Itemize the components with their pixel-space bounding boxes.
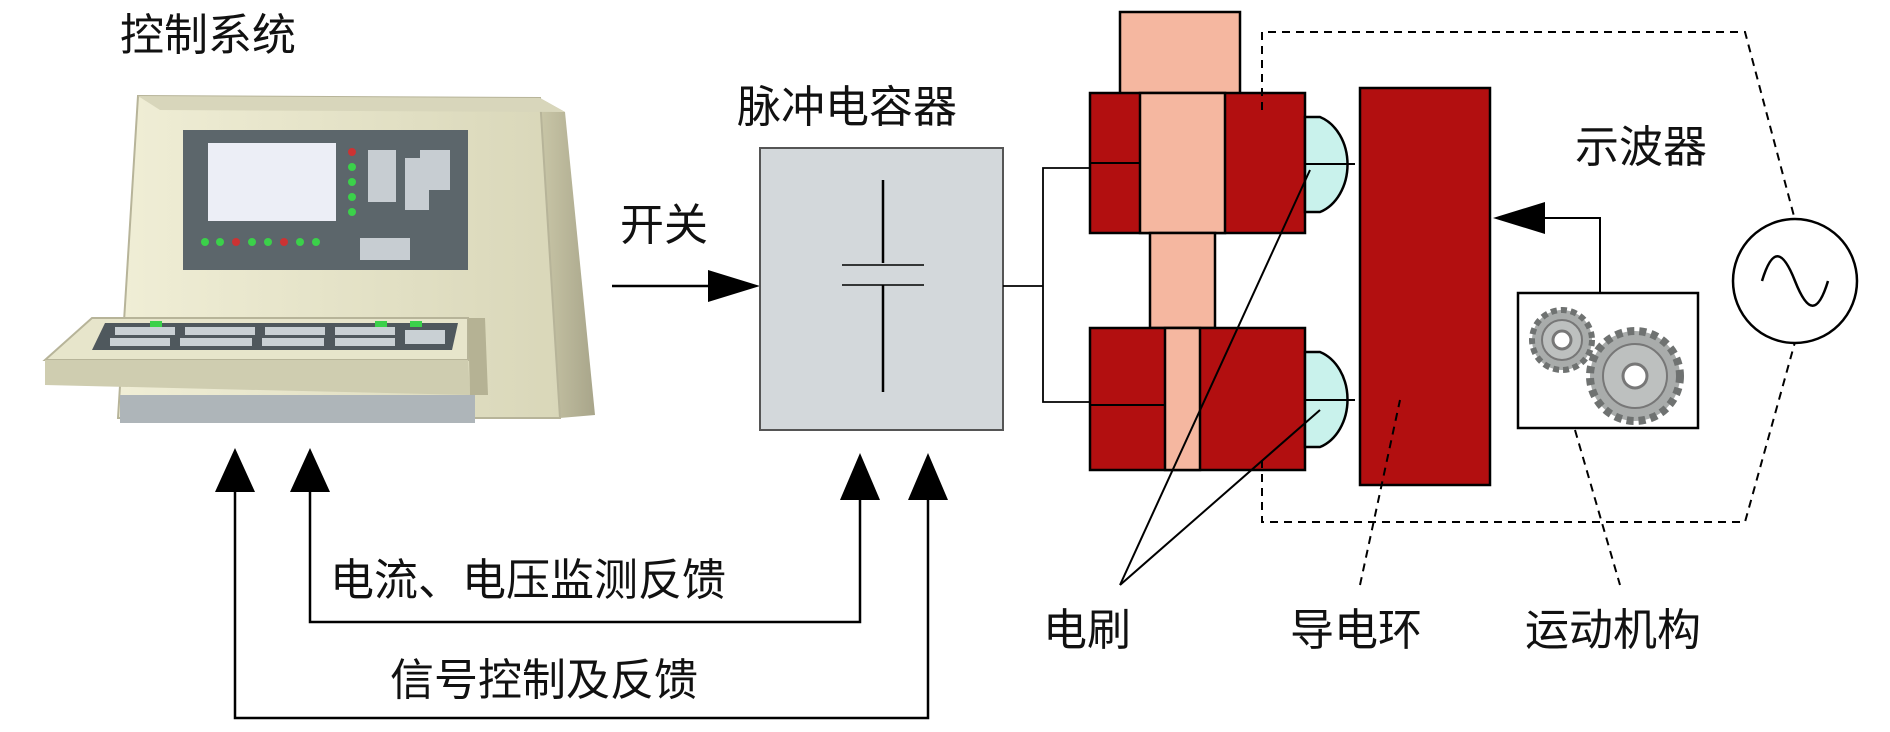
label-control-system: 控制系统 (120, 10, 296, 61)
oscilloscope (1261, 31, 1859, 523)
led-row (201, 238, 320, 246)
mechanism-arrow (1493, 202, 1545, 234)
control-console (42, 94, 595, 423)
label-switch: 开关 (620, 200, 708, 251)
top-block (1118, 10, 1242, 96)
middle-shaft (1148, 231, 1217, 330)
console-deck-side (468, 318, 488, 395)
signal-control-line (233, 475, 930, 720)
label-conductive-ring: 导电环 (1290, 605, 1422, 656)
pulse-capacitor (759, 147, 1004, 431)
keyboard-keys (110, 327, 445, 346)
sine-wave (1760, 255, 1830, 307)
conductive-ring (1358, 86, 1492, 487)
console-top (138, 96, 565, 112)
label-current-voltage-feedback: 电流、电压监测反馈 (330, 555, 726, 606)
console-screen (208, 143, 336, 221)
label-brush: 电刷 (1043, 605, 1131, 656)
ring-leader-line (1359, 399, 1401, 586)
console-base (120, 395, 475, 423)
label-oscilloscope: 示波器 (1575, 122, 1707, 173)
label-pulse-capacitor: 脉冲电容器 (737, 82, 957, 133)
led-column (348, 148, 356, 216)
motion-mechanism (1493, 202, 1700, 586)
mechanism-leader-line (1574, 429, 1621, 586)
feedback-arrow-console-inner (290, 448, 330, 492)
console-side-panel (540, 98, 595, 418)
brush-assembly (1088, 10, 1355, 472)
label-motion-mechanism: 运动机构 (1525, 605, 1701, 656)
gear-large-icon (1586, 327, 1684, 425)
gear-small-icon (1529, 307, 1595, 373)
label-signal-control-feedback: 信号控制及反馈 (390, 655, 698, 706)
current-voltage-feedback-line (308, 475, 862, 624)
capacitor-box (759, 147, 1004, 431)
capacitor-brush-wiring (1003, 167, 1090, 403)
console-deck-front (45, 360, 470, 395)
brush-leader-lines (1119, 169, 1321, 586)
keyboard-leds (150, 321, 422, 327)
switch-arrow (612, 270, 760, 302)
feedback-arrow-capacitor-left (840, 453, 880, 500)
upper-shaft (1138, 91, 1227, 235)
signal-arrow-console-outer (215, 448, 255, 492)
keypad (360, 150, 450, 260)
signal-arrow-capacitor-right (908, 453, 948, 500)
